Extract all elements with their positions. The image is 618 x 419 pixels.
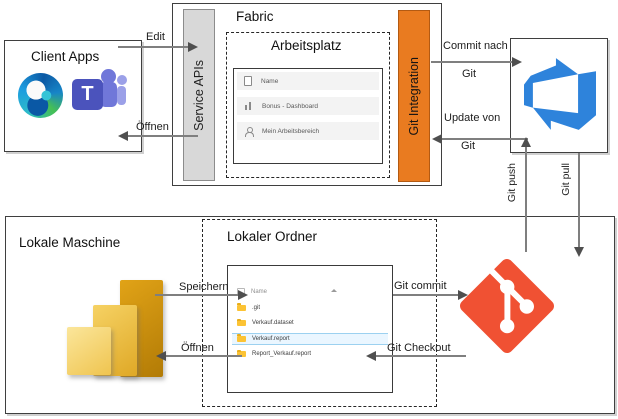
git-checkout-arrow-label: Git Checkout (387, 342, 451, 354)
workspace-row[interactable]: Mein Arbeitsbereich (237, 122, 379, 140)
arrowhead-right-icon (188, 42, 198, 52)
git-commit-arrow-label: Git commit (394, 280, 447, 292)
file-list-header: Name (228, 286, 392, 298)
open-arrow-top-label: Öffnen (136, 121, 169, 133)
bar-chart-icon (244, 101, 253, 111)
client-apps-title: Client Apps (31, 49, 100, 64)
file-row[interactable]: .git (232, 302, 388, 314)
arrowhead-right-icon (238, 290, 248, 300)
workspace-row-label: Mein Arbeitsbereich (262, 127, 320, 135)
folder-icon (237, 303, 246, 311)
commit-arrow-label-2: Git (462, 68, 477, 80)
teams-t-tile: T (72, 79, 103, 110)
folder-icon (237, 318, 246, 326)
workspace-row-label: Bonus - Dashboard (262, 102, 319, 110)
arbeitsplatz-title: Arbeitsplatz (271, 38, 342, 53)
azure-devops-icon (524, 58, 596, 130)
commit-arrow-label-1: Commit nach (443, 40, 508, 52)
arrowhead-left-icon (366, 351, 376, 361)
teams-person2-body-icon (117, 86, 126, 105)
teams-letter: T (81, 83, 94, 105)
arrowhead-right-icon (512, 57, 522, 67)
teams-person2-head-icon (117, 75, 127, 85)
git-pull-label: Git pull (560, 163, 572, 196)
open-arrow-bottom-label: Öffnen (181, 342, 214, 354)
edge-icon (18, 73, 63, 118)
arrowhead-up-icon (521, 137, 531, 147)
powerbi-bar-short (67, 327, 111, 375)
git-integration-bar: Git Integration (398, 10, 430, 182)
arbeitsplatz-box: Arbeitsplatz (226, 32, 390, 178)
person-icon (244, 126, 254, 137)
git-integration-label: Git Integration (407, 56, 421, 136)
git-icon (460, 259, 554, 353)
file-header-label: Name (251, 289, 268, 295)
workspace-header-label: Name (261, 77, 279, 85)
teams-person-head-icon (101, 69, 116, 84)
file-row-label: Verkauf.dataset (252, 320, 294, 326)
workspace-list: Name Bonus - Dashboard Mein Arbeitsberei… (233, 68, 383, 164)
folder-icon (237, 334, 246, 342)
file-row-label: Verkauf.report (252, 335, 290, 342)
sort-caret-icon[interactable] (331, 289, 337, 292)
edit-arrow-label: Edit (146, 31, 165, 43)
document-icon (244, 76, 252, 86)
lokaler-ordner-box: Lokaler Ordner (202, 219, 437, 407)
lokale-maschine-title: Lokale Maschine (19, 235, 121, 250)
teams-icon: T (72, 69, 127, 118)
arrowhead-left-icon (156, 351, 166, 361)
service-apis-label: Service APIs (192, 59, 206, 131)
fabric-title: Fabric (236, 9, 274, 24)
workspace-list-header: Name (237, 72, 379, 90)
file-list: Name .git Verkauf.dataset Verkauf.report… (227, 265, 393, 393)
file-row[interactable]: Report_Verkauf.report (232, 348, 388, 360)
update-arrow-label-1: Update von (444, 112, 501, 124)
arrowhead-left-icon (118, 131, 128, 141)
arrowhead-right-icon (458, 290, 468, 300)
arrowhead-left-icon (432, 134, 442, 144)
lokaler-ordner-title: Lokaler Ordner (227, 229, 318, 244)
update-arrow-label-2: Git (461, 140, 476, 152)
folder-icon (237, 349, 246, 357)
teams-person-body-icon (100, 82, 117, 107)
file-row-label: .git (252, 304, 261, 311)
file-row[interactable]: Verkauf.dataset (232, 317, 388, 329)
file-row-selected[interactable]: Verkauf.report (232, 332, 388, 345)
file-row-label: Report_Verkauf.report (252, 351, 312, 357)
arrowhead-down-icon (574, 247, 584, 257)
service-apis-bar: Service APIs (183, 9, 215, 181)
speichern-arrow-label: Speichern (179, 281, 229, 293)
git-push-label: Git push (506, 163, 518, 203)
workspace-row[interactable]: Bonus - Dashboard (237, 97, 379, 115)
